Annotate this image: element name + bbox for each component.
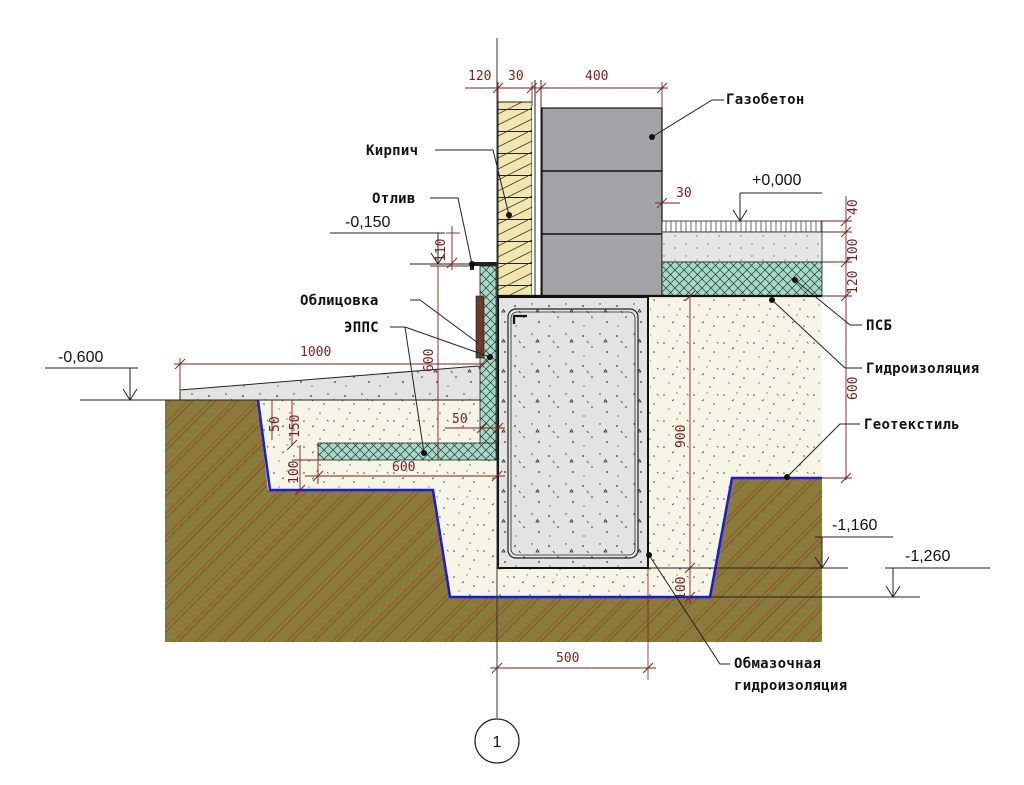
dim-400-top: 400 [585,69,608,84]
level-minus-0150-text: -0,150 [345,214,390,231]
axis-bubble: 1 [474,718,520,764]
level-minus-1160: -1,160 [648,517,893,569]
drip-flashing [470,262,497,270]
dim-600-right: 600 [846,377,861,400]
dim-100-left: 100 [287,461,302,484]
floor-screed [661,231,823,263]
geotextile-line [256,399,822,599]
strip-foundation [497,296,649,569]
label-oblitsovka: Облицовка [300,293,379,309]
dim-150: 150 [288,415,303,438]
label-epps: ЭППС [344,320,379,336]
dimension-lines [174,82,852,674]
leader-dots [421,134,798,558]
label-obmazochnaya-line2: гидроизоляция [734,678,847,694]
dim-100-floor: 100 [846,239,861,262]
axis-mark: 1 [493,734,502,751]
aerated-concrete-wall [541,107,663,297]
leaders [390,99,862,665]
dim-100-bottom: 100 [674,577,689,600]
label-otliv: Отлив [372,191,416,207]
label-psb: ПСБ [866,318,892,334]
level-zero-text: +0,000 [752,172,801,189]
label-geotekstil: Геотекстиль [864,417,960,433]
dim-110: 110 [434,239,449,262]
dim-40: 40 [846,199,861,215]
dim-600-wall: 600 [422,349,437,372]
cladding [475,295,485,359]
label-kirpich: Кирпич [366,143,418,159]
level-minus-0600: -0,600 [45,349,180,401]
dim-120-floor: 120 [846,271,861,294]
level-minus-0150: -0,150 [330,214,470,265]
air-gap [532,80,542,296]
level-minus-1160-text: -1,160 [832,517,877,534]
material-labels: Газобетон Кирпич Отлив Облицовка ЭППС ПС… [300,92,979,694]
psb-insulation [661,261,823,297]
dim-1000: 1000 [300,345,331,360]
level-minus-1260-text: -1,260 [905,548,950,565]
dim-30-floor: 30 [676,186,692,201]
axis-line [496,38,649,718]
level-minus-0600-text: -0,600 [58,349,103,366]
label-gazobeton: Газобетон [726,92,805,108]
dim-500: 500 [556,651,579,666]
label-obmazochnaya-line1: Обмазочная [734,656,821,672]
label-gidroizolyatsiya: Гидроизоляция [866,361,979,377]
dim-50-mid: 50 [452,412,468,427]
level-minus-1260: -1,260 [710,548,990,598]
dim-50-slope: 50 [268,416,283,432]
dim-120-top: 120 [468,69,491,84]
floor-finish [661,220,823,233]
dim-600-epps: 600 [392,460,415,475]
dimension-texts: 120 30 400 30 40 100 120 600 110 600 100… [268,69,861,666]
dim-30-top: 30 [508,69,524,84]
level-zero: +0,000 [732,172,822,222]
brick-veneer [497,101,533,297]
dim-900: 900 [674,425,689,448]
